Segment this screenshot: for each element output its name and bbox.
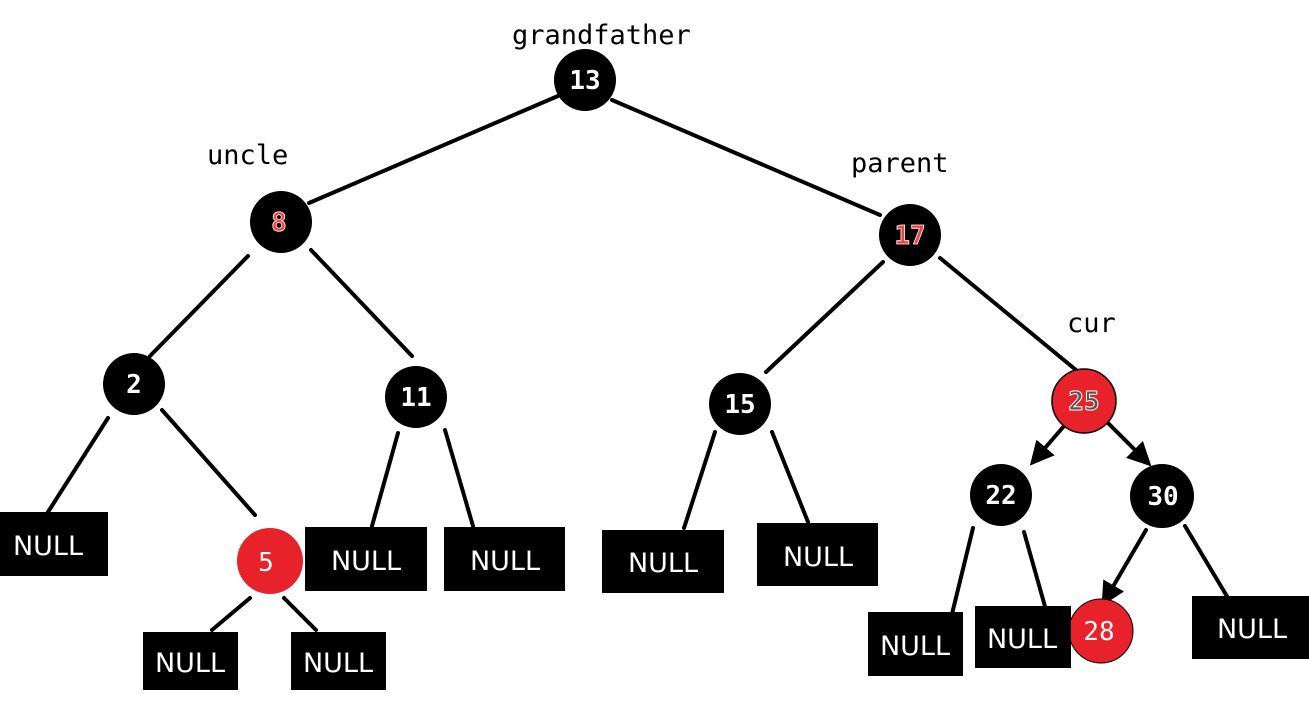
edge-22-null-left xyxy=(950,526,975,616)
null-leaves: NULL NULL NULL NULL NULL NULL NULL NULL xyxy=(0,512,1309,690)
svg-text:NULL: NULL xyxy=(987,624,1057,655)
edge-17-25 xyxy=(938,256,1078,372)
edge-13-8 xyxy=(307,94,560,205)
svg-text:22: 22 xyxy=(985,481,1016,511)
node-28: 28 xyxy=(1068,598,1134,664)
svg-text:NULL: NULL xyxy=(628,548,698,579)
edge-5-null-left xyxy=(210,596,252,632)
svg-text:25: 25 xyxy=(1068,387,1099,417)
svg-text:11: 11 xyxy=(400,383,431,413)
node-8: 8 xyxy=(250,191,312,253)
node-30: 30 xyxy=(1130,464,1194,528)
label-uncle: uncle xyxy=(207,140,288,171)
null-leaf-11-left: NULL xyxy=(305,527,427,591)
null-leaf-2-left: NULL xyxy=(0,512,108,576)
edge-22-null-right xyxy=(1022,530,1048,612)
node-17: 17 xyxy=(879,204,941,266)
edge-2-5 xyxy=(160,408,257,517)
edge-15-null-left xyxy=(682,430,717,530)
edge-25-30-arrow xyxy=(1106,421,1152,467)
null-leaf-5-right: NULL xyxy=(291,632,386,690)
null-leaf-11-right: NULL xyxy=(444,527,565,591)
role-labels: grandfather uncle parent cur xyxy=(207,20,1116,339)
svg-text:NULL: NULL xyxy=(155,648,225,679)
null-leaf-30-right: NULL xyxy=(1192,596,1309,659)
node-22: 22 xyxy=(970,464,1032,526)
label-cur: cur xyxy=(1067,308,1116,339)
edge-25-22-arrow xyxy=(1029,424,1066,466)
svg-text:NULL: NULL xyxy=(1217,614,1287,645)
edge-30-28-arrow xyxy=(1101,528,1148,607)
edge-17-15 xyxy=(764,260,885,374)
svg-text:28: 28 xyxy=(1083,617,1114,647)
edge-13-17 xyxy=(610,98,882,217)
node-15: 15 xyxy=(709,373,771,435)
label-grandfather: grandfather xyxy=(512,20,691,51)
svg-text:8: 8 xyxy=(271,208,287,238)
edge-15-null-right xyxy=(770,430,810,524)
svg-text:30: 30 xyxy=(1147,482,1178,512)
null-leaf-15-left: NULL xyxy=(602,530,724,593)
edge-30-null-right xyxy=(1183,524,1230,600)
node-5: 5 xyxy=(237,528,303,594)
svg-text:5: 5 xyxy=(258,548,274,578)
edge-8-2 xyxy=(148,254,250,358)
svg-text:NULL: NULL xyxy=(470,546,540,577)
node-25: 25 xyxy=(1051,368,1117,434)
node-11: 11 xyxy=(385,366,447,428)
svg-text:NULL: NULL xyxy=(303,648,373,679)
edge-2-null xyxy=(46,416,110,514)
tree-nodes: 13 8 17 2 11 15 25 5 xyxy=(103,49,1194,664)
label-parent: parent xyxy=(851,148,949,179)
null-leaf-5-left: NULL xyxy=(143,632,238,690)
svg-text:NULL: NULL xyxy=(880,631,950,662)
svg-text:NULL: NULL xyxy=(331,546,401,577)
edge-8-11 xyxy=(309,248,414,358)
svg-text:13: 13 xyxy=(569,66,600,96)
null-leaf-22-left: NULL xyxy=(868,612,963,676)
edge-11-null-right xyxy=(443,428,475,528)
tree-edges xyxy=(46,94,1230,632)
edge-11-null-left xyxy=(370,431,400,528)
svg-text:NULL: NULL xyxy=(783,542,853,573)
svg-text:17: 17 xyxy=(894,221,925,251)
null-leaf-15-right: NULL xyxy=(757,523,878,586)
edge-5-null-right xyxy=(282,596,318,632)
null-leaf-22-right: NULL xyxy=(975,606,1071,668)
node-13: 13 xyxy=(554,49,616,111)
svg-text:2: 2 xyxy=(126,370,142,400)
svg-text:NULL: NULL xyxy=(13,531,83,562)
svg-text:15: 15 xyxy=(724,390,755,420)
node-2: 2 xyxy=(103,353,165,415)
